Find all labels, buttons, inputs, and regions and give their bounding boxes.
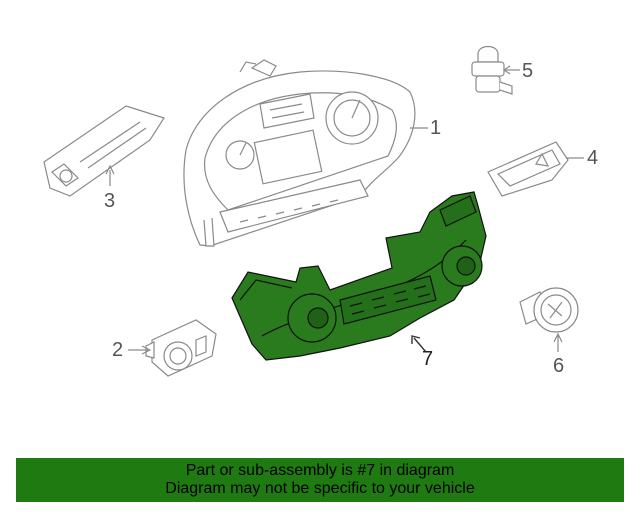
- part-2-rotary-switch[interactable]: [145, 319, 217, 377]
- callout-2: 2: [112, 339, 124, 361]
- leader-line-6: [553, 332, 563, 352]
- part-1-instrument-cluster[interactable]: [183, 59, 416, 247]
- banner-line-disclaimer: Diagram may not be specific to your vehi…: [165, 480, 475, 497]
- part-info-banner: Part or sub-assembly is #7 in diagram Di…: [16, 458, 624, 502]
- part-7-climate-control-panel[interactable]: [231, 191, 487, 361]
- leader-line-5: [502, 65, 520, 75]
- callout-1: 1: [430, 117, 442, 139]
- part-4-hazard-switch[interactable]: [487, 141, 569, 197]
- banner-line-part-number: Part or sub-assembly is #7 in diagram: [185, 462, 455, 479]
- callout-5: 5: [522, 60, 534, 82]
- part-5-socket[interactable]: [471, 45, 513, 95]
- leader-line-3: [105, 164, 115, 186]
- callout-7: 7: [422, 348, 434, 370]
- callout-3: 3: [104, 190, 116, 212]
- part-6-round-switch[interactable]: [519, 287, 579, 333]
- callout-4: 4: [587, 147, 599, 169]
- leader-line-7: [411, 335, 427, 353]
- leader-line-2: [128, 345, 152, 355]
- callout-6: 6: [553, 355, 565, 377]
- part-3-switch-module[interactable]: [43, 105, 165, 197]
